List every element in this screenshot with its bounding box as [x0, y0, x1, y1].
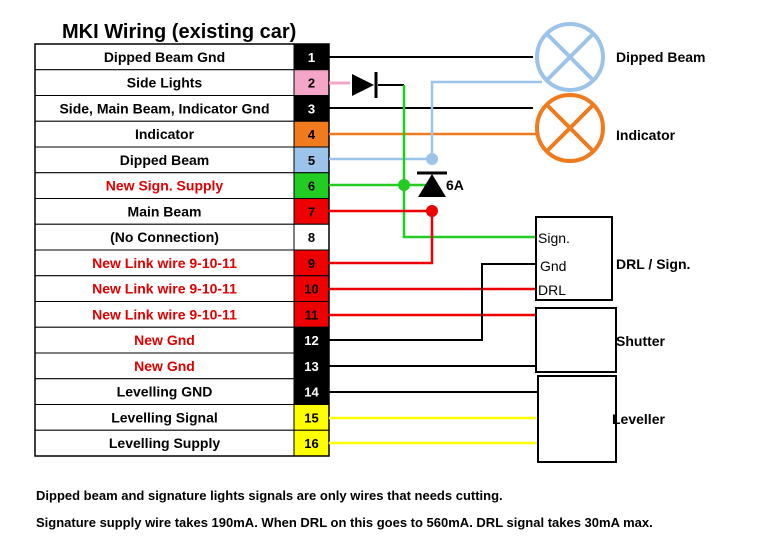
row-label: Side, Main Beam, Indicator Gnd: [59, 100, 269, 116]
row-label: New Link wire 9-10-11: [92, 306, 237, 322]
side-light-diode: [352, 72, 378, 98]
row-label-cell: [34, 43, 295, 71]
wire-pin12-gnd: [329, 263, 536, 341]
wire-pin5-dipped: [329, 80, 542, 161]
drl-port-drl: DRL: [538, 282, 566, 298]
indicator-lamp-icon: [535, 93, 605, 163]
diode-rating-label: 6A: [446, 177, 464, 193]
connector-row: Main Beam 7: [34, 198, 330, 225]
pin-number: 11: [305, 307, 319, 322]
connector-row: Dipped Beam Gnd 1: [34, 43, 330, 71]
drl-module-label: DRL / Sign.: [616, 256, 690, 272]
connector-row: Dipped Beam 5: [34, 146, 330, 174]
row-label: New Gnd: [134, 358, 195, 374]
drl-port-sign: Sign.: [538, 230, 570, 246]
pin-number: 9: [308, 256, 315, 271]
pin-number: 6: [308, 179, 315, 194]
row-label-cell: [34, 301, 295, 328]
connector-row: Indicator 4: [34, 120, 330, 148]
connector-row: New Sign. Supply 6: [34, 172, 330, 199]
pin-cell: [293, 198, 330, 225]
wire-pin9-link: [329, 211, 434, 265]
pin-number: 8: [308, 230, 315, 245]
row-label: Dipped Beam: [120, 152, 209, 168]
row-label: Indicator: [135, 126, 195, 142]
pin-number: 14: [304, 385, 319, 400]
connector-row: Levelling Signal 15: [34, 404, 330, 431]
row-label-cell: [34, 69, 295, 96]
row-label: Dipped Beam Gnd: [104, 49, 225, 65]
pin-cell: [293, 172, 330, 199]
leveller-box: [537, 375, 617, 463]
connector-row: Side, Main Beam, Indicator Gnd 3: [34, 95, 330, 122]
row-label: New Link wire 9-10-11: [92, 255, 237, 271]
diode-6a-triangle: [418, 174, 446, 197]
row-label: Side Lights: [127, 75, 203, 91]
pin-number: 16: [304, 436, 318, 451]
pin-number: 2: [308, 76, 315, 91]
diode-6a: 6A: [417, 171, 464, 197]
row-label: (No Connection): [110, 229, 219, 245]
pin-number: 13: [304, 359, 318, 374]
connector-row: Levelling Supply 16: [34, 429, 330, 457]
shutter-box: [535, 307, 617, 373]
pin-number: 7: [308, 204, 315, 219]
pin-number: 10: [304, 282, 318, 297]
drl-module-box: [535, 216, 613, 301]
row-label: New Sign. Supply: [106, 178, 224, 194]
connector-row: New Link wire 9-10-11 11: [34, 301, 330, 328]
connector-row: New Gnd 13: [34, 352, 330, 380]
junction-signature: [398, 179, 410, 191]
row-label-cell: [34, 378, 295, 405]
row-label-cell: [34, 326, 295, 354]
pin-cell: [293, 301, 330, 328]
pin-number: 4: [308, 127, 316, 142]
pin-number: 1: [308, 50, 315, 65]
dipped-beam-lamp-label: Dipped Beam: [616, 49, 705, 65]
row-label: Main Beam: [128, 203, 202, 219]
row-label: Levelling Supply: [109, 435, 220, 451]
drl-port-gnd: Gnd: [540, 258, 566, 274]
row-label-cell: [34, 275, 295, 302]
pin-cell: [293, 223, 330, 251]
connector-table-border: [34, 43, 330, 457]
junction-dipped: [426, 153, 438, 165]
leveller-label: Leveller: [612, 411, 665, 427]
pin-cell: [293, 275, 330, 302]
connector-row: New Link wire 9-10-11 9: [34, 249, 330, 277]
connector-row: New Link wire 9-10-11 10: [34, 275, 330, 302]
row-label: Levelling Signal: [111, 409, 218, 425]
pin-cell: [293, 120, 330, 148]
indicator-lamp-label: Indicator: [616, 127, 676, 143]
junction-main-beam: [426, 205, 438, 217]
pin-cell: [293, 146, 330, 174]
wire-green-to-sign: [402, 85, 536, 239]
connector-row: (No Connection) 8: [34, 223, 330, 251]
diagram-title: MKI Wiring (existing car): [62, 21, 296, 43]
row-label: New Gnd: [134, 332, 195, 348]
dipped-beam-lamp-icon: [535, 22, 605, 92]
diode-triangle: [352, 74, 374, 96]
row-label: New Link wire 9-10-11: [92, 281, 237, 297]
pin-cell: [293, 95, 330, 122]
note-line-2: Signature supply wire takes 190mA. When …: [36, 515, 653, 530]
pin-number: 5: [308, 153, 315, 168]
pin-number: 12: [304, 333, 318, 348]
row-label-cell: [34, 404, 295, 431]
wires: [329, 56, 542, 445]
connector-row: New Gnd 12: [34, 326, 330, 354]
pin-number: 3: [308, 101, 315, 116]
note-line-1: Dipped beam and signature lights signals…: [36, 488, 503, 503]
pin-number: 15: [304, 410, 318, 425]
connector-row: Levelling GND 14: [34, 378, 330, 405]
connector-row: Side Lights 2: [34, 69, 330, 96]
shutter-label: Shutter: [616, 333, 666, 349]
row-label-cell: [34, 429, 295, 457]
row-label: Levelling GND: [117, 384, 213, 400]
